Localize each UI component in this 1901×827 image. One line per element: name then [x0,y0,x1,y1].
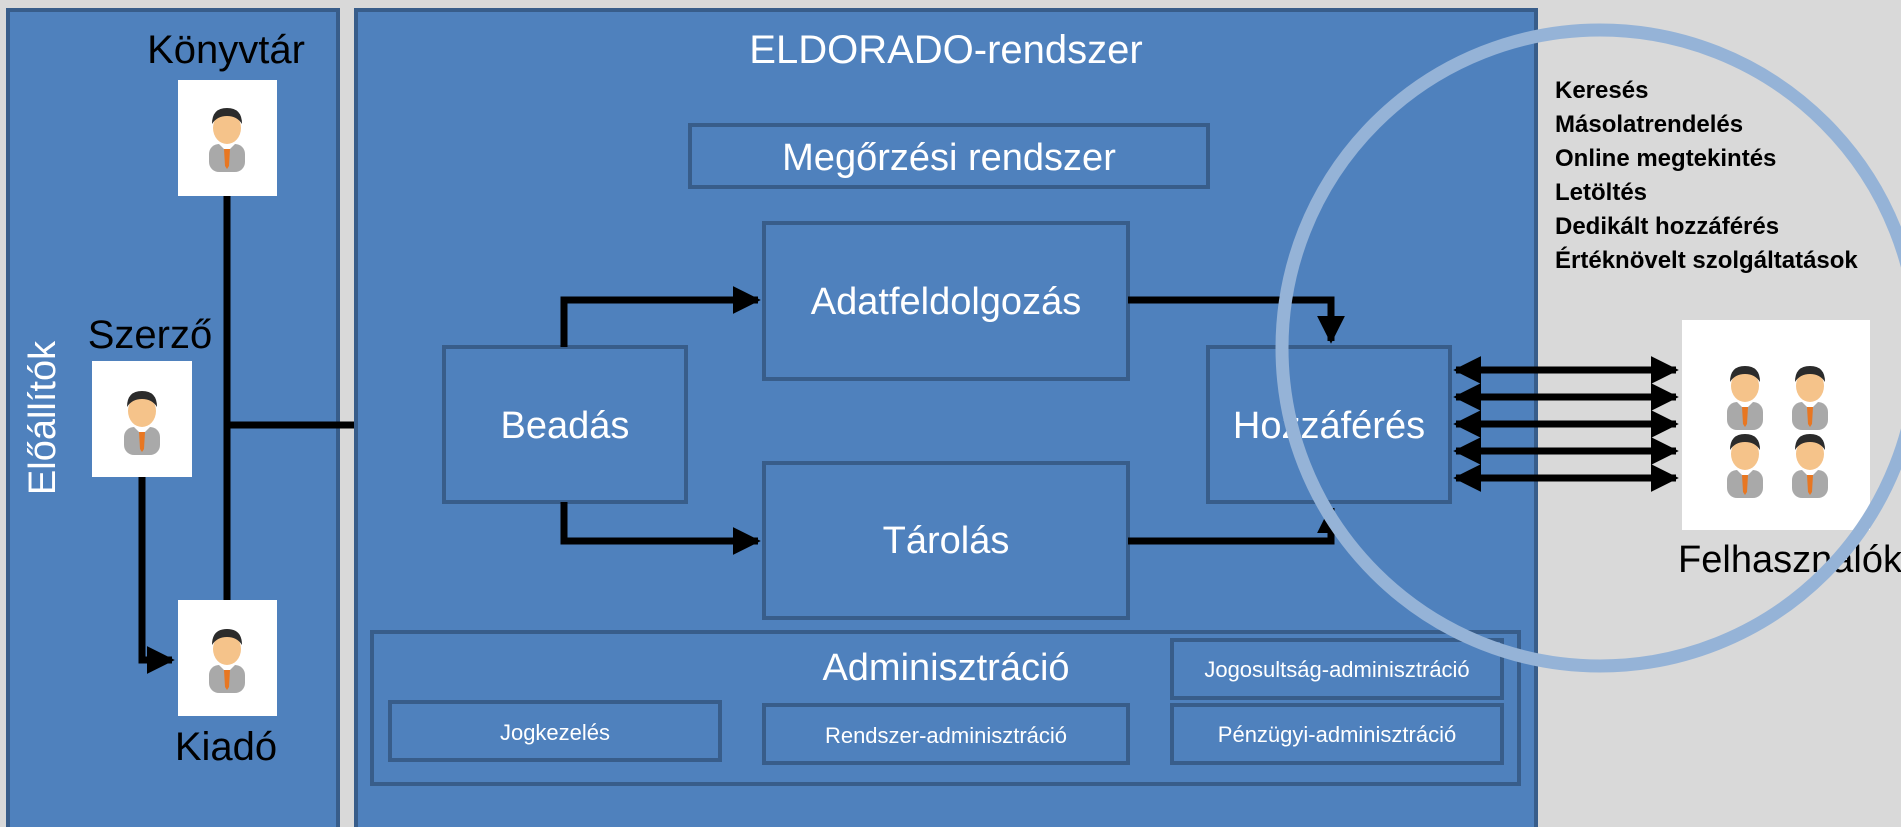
processing-to-access-arrow [1128,296,1345,344]
users-avatar-frame [1682,320,1870,530]
administration-title: Adminisztráció [822,647,1069,689]
rights-management-label: Jogkezelés [500,720,610,745]
system-admin-box [762,703,1130,765]
submission-to-processing-arrow [560,286,761,347]
producers-label: Előállítók [22,340,64,495]
access-box [1206,345,1452,504]
system-title: ELDORADO-rendszer [749,28,1142,72]
preservation-box [688,123,1210,189]
users-label: Felhasználók [1678,539,1901,581]
submission-to-storage-arrow [560,502,761,555]
service-item: Online megtekintés [1555,145,1776,172]
service-item: Keresés [1555,77,1648,104]
author-to-publisher-arrow [138,477,175,674]
submission-box [442,345,688,504]
entitlement-admin-label: Jogosultság-adminisztráció [1204,657,1469,682]
system-admin-label: Rendszer-adminisztráció [825,723,1067,748]
storage-label: Tárolás [883,520,1010,562]
processing-label: Adatfeldolgozás [811,281,1081,323]
library-label: Könyvtár [147,28,305,72]
access-users-arrows [1453,356,1679,492]
access-label: Hozzáférés [1233,405,1425,447]
services-list: Keresés Másolatrendelés Online megtekint… [1555,77,1858,274]
financial-admin-box [1170,703,1504,765]
preservation-label: Megőrzési rendszer [782,137,1116,179]
submission-label: Beadás [501,405,630,447]
service-item: Dedikált hozzáférés [1555,213,1779,240]
services-highlight-circle [1275,23,1901,673]
service-item: Letöltés [1555,179,1647,206]
rights-management-box [388,700,722,762]
service-item: Értéknövelt szolgáltatások [1555,246,1858,274]
service-item: Másolatrendelés [1555,111,1743,138]
publisher-label: Kiadó [175,725,277,769]
financial-admin-label: Pénzügyi-adminisztráció [1218,722,1456,747]
processing-box [762,221,1130,381]
entitlement-admin-box [1170,638,1504,700]
author-label: Szerző [88,313,213,357]
